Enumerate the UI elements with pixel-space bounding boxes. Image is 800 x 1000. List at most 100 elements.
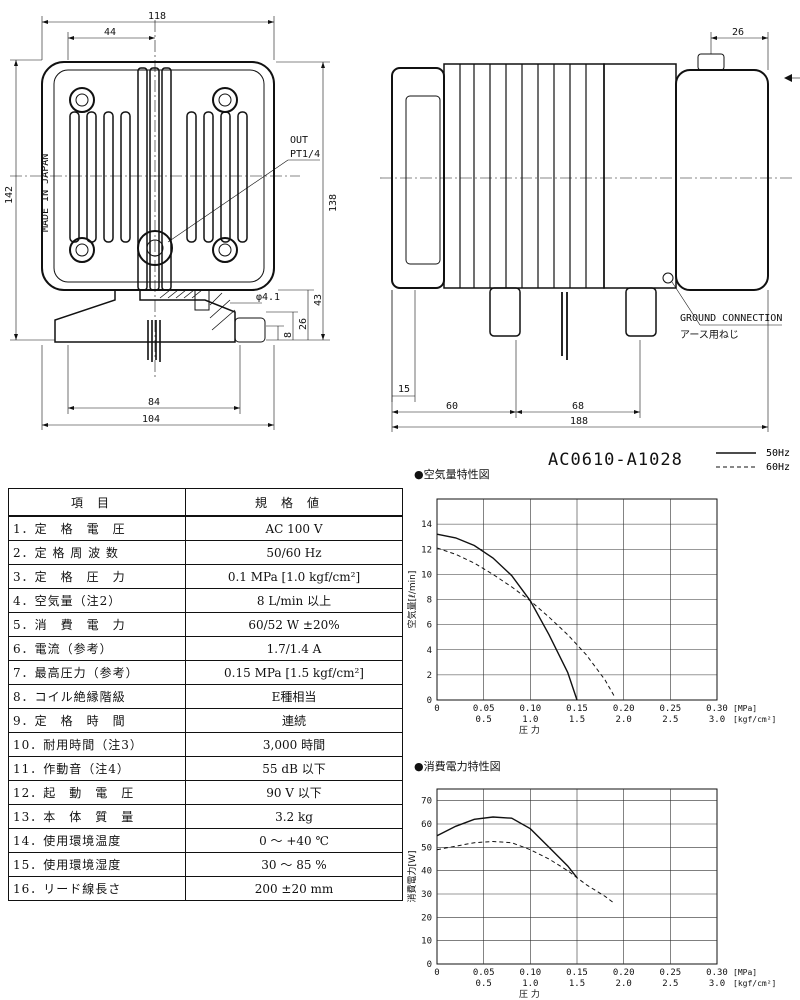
ground-connection-label: GROUND CONNECTION [680,313,782,324]
dim-68: 68 [572,401,584,412]
x-tick-label-mpa: 0.05 [473,968,495,978]
y-tick-label: 10 [421,937,432,947]
ground-screw-label: アース用ねじ [680,329,739,341]
row-value: 0 〜 +40 ℃ [185,828,403,853]
row-value: E種相当 [185,684,403,709]
row-value: 3.2 kg [185,804,403,829]
row-item: 6．電流（参考） [8,636,186,661]
x-unit-kgf: [kgf/cm²] [733,979,776,988]
y-tick-label: 0 [427,696,432,706]
air-flow-chart-title: ●空気量特性図 [414,468,490,481]
dim-104: 104 [142,414,160,425]
dim-118: 118 [148,11,166,22]
side-view [380,32,800,432]
row-value: 連続 [185,708,403,733]
table-row: 6．電流（参考）1.7/1.4 A [8,636,403,661]
x-tick-label-mpa: 0 [434,968,439,978]
x-tick-label-kgf: 2.0 [616,715,632,725]
x-unit-mpa: [MPa] [733,704,757,713]
x-tick-label-mpa: 0.10 [519,968,541,978]
x-tick-label-mpa: 0.30 [706,968,728,978]
dim-44: 44 [104,27,116,38]
x-tick-label-kgf: 1.5 [569,979,585,989]
dim-142: 142 [4,186,15,204]
x-tick-label-kgf: 0.5 [476,715,492,725]
x-tick-label-kgf: 1.5 [569,715,585,725]
y-tick-label: 40 [421,867,432,877]
row-item: 3．定 格 圧 力 [8,564,186,589]
x-tick-label-mpa: 0 [434,704,439,714]
table-row: 10．耐用時間（注3）3,000 時間 [8,732,403,757]
header-value: 規格値 [185,488,403,517]
x-tick-label-kgf: 3.0 [709,979,725,989]
table-header-row: 項目 規格値 [8,488,403,517]
row-value: 0.1 MPa [1.0 kgf/cm²] [185,564,403,589]
row-value: 90 V 以下 [185,780,403,805]
x-unit-kgf: [kgf/cm²] [733,715,776,724]
row-item: 9．定 格 時 間 [8,708,186,733]
row-value: 200 ±20 mm [185,876,403,901]
row-item: 10．耐用時間（注3） [8,732,186,757]
y-tick-label: 60 [421,820,432,830]
power-chart-title: ●消費電力特性図 [414,760,501,773]
row-item: 11．作動音（注4） [8,756,186,781]
dim-84: 84 [148,397,160,408]
y-tick-label: 6 [427,621,432,631]
dim-43: 43 [313,294,324,306]
x-tick-label-kgf: 3.0 [709,715,725,725]
y-tick-label: 14 [421,520,432,530]
y-axis-label: 消費電力[W] [406,851,418,903]
row-item: 14．使用環境温度 [8,828,186,853]
series-line-60hz [436,547,615,697]
dim-26-height: 26 [298,318,309,330]
row-item: 8．コイル絶縁階級 [8,684,186,709]
dim-8: 8 [283,332,294,338]
header-item: 項目 [8,488,186,517]
made-in-label: MADE IN JAPAN [40,154,51,232]
x-tick-label-mpa: 0.05 [473,704,495,714]
row-item: 7．最高圧力（参考） [8,660,186,685]
x-tick-label-mpa: 0.30 [706,704,728,714]
x-tick-label-kgf: 1.0 [522,715,538,725]
legend-50hz-label: 50Hz [766,448,790,459]
series-line-60hz [436,840,615,904]
y-axis-label: 空気量[ℓ/min] [406,571,418,629]
row-value: 60/52 W ±20% [185,612,403,637]
dim-phi-4-1: φ4.1 [256,292,280,303]
y-tick-label: 30 [421,890,432,900]
row-item: 2．定 格 周 波 数 [8,540,186,565]
row-item: 15．使用環境湿度 [8,852,186,877]
y-tick-label: 70 [421,797,432,807]
row-item: 4．空気量（注2） [8,588,186,613]
y-tick-label: 4 [427,646,432,656]
row-item: 12．起 動 電 圧 [8,780,186,805]
row-value: 0.15 MPa [1.5 kgf/cm²] [185,660,403,685]
chart-legend: 50Hz 60Hz [716,448,790,473]
x-tick-label-kgf: 1.0 [522,979,538,989]
dim-15: 15 [398,384,410,395]
series-line-50hz [436,816,578,879]
x-tick-label-mpa: 0.20 [613,704,635,714]
row-value: 8 L/min 以上 [185,588,403,613]
x-tick-label-mpa: 0.10 [519,704,541,714]
row-value: AC 100 V [185,515,403,541]
technical-drawing: 118 44 142 138 43 26 8 φ4.1 84 104 OUT P… [4,11,800,432]
out-thread-label: PT1/4 [290,149,320,160]
x-axis-label: 圧 力 [519,988,540,1000]
x-tick-label-mpa: 0.20 [613,968,635,978]
y-tick-label: 10 [421,570,432,580]
x-tick-label-kgf: 2.5 [662,715,678,725]
legend-60hz-label: 60Hz [766,462,790,473]
